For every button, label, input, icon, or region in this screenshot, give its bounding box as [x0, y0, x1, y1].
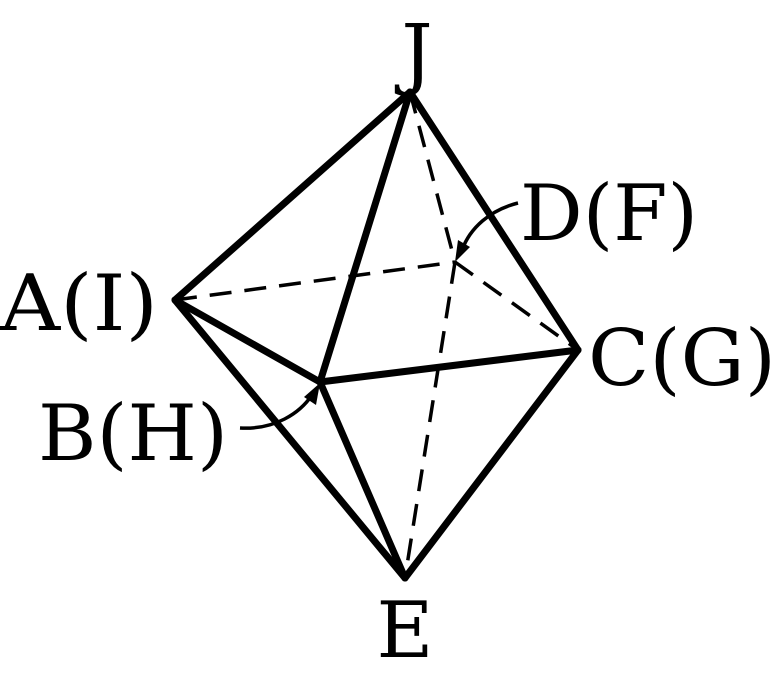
hidden-edge-j-d — [408, 91, 457, 263]
edge-j-b — [316, 88, 414, 386]
edge-a-b — [171, 296, 324, 386]
vertex-label-back: D(F) — [520, 169, 698, 259]
visible-edges — [171, 88, 582, 582]
vertex-label-bottom: E — [377, 586, 434, 676]
vertex-label-left: A(I) — [0, 259, 158, 349]
pointer-arrows — [239, 201, 519, 430]
edge-j-a — [171, 88, 414, 304]
hidden-edge-d-e — [403, 261, 457, 579]
vertex-label-front: B(H) — [38, 389, 228, 479]
hidden-edges — [174, 91, 580, 579]
vertex-label-right: C(G) — [588, 314, 776, 404]
pointer-to-front-vertex — [239, 394, 314, 430]
vertex-label-top: J — [394, 9, 432, 99]
hidden-edge-d-c — [453, 260, 580, 352]
edge-b-c — [316, 346, 582, 386]
hidden-edge-a-d — [174, 260, 456, 302]
arrowhead-back-vertex — [455, 240, 470, 262]
edge-j-c — [406, 88, 582, 354]
edge-a-e — [171, 296, 409, 582]
arrowhead-front-vertex — [304, 383, 320, 405]
edge-c-e — [401, 346, 582, 582]
edge-b-e — [316, 378, 409, 582]
